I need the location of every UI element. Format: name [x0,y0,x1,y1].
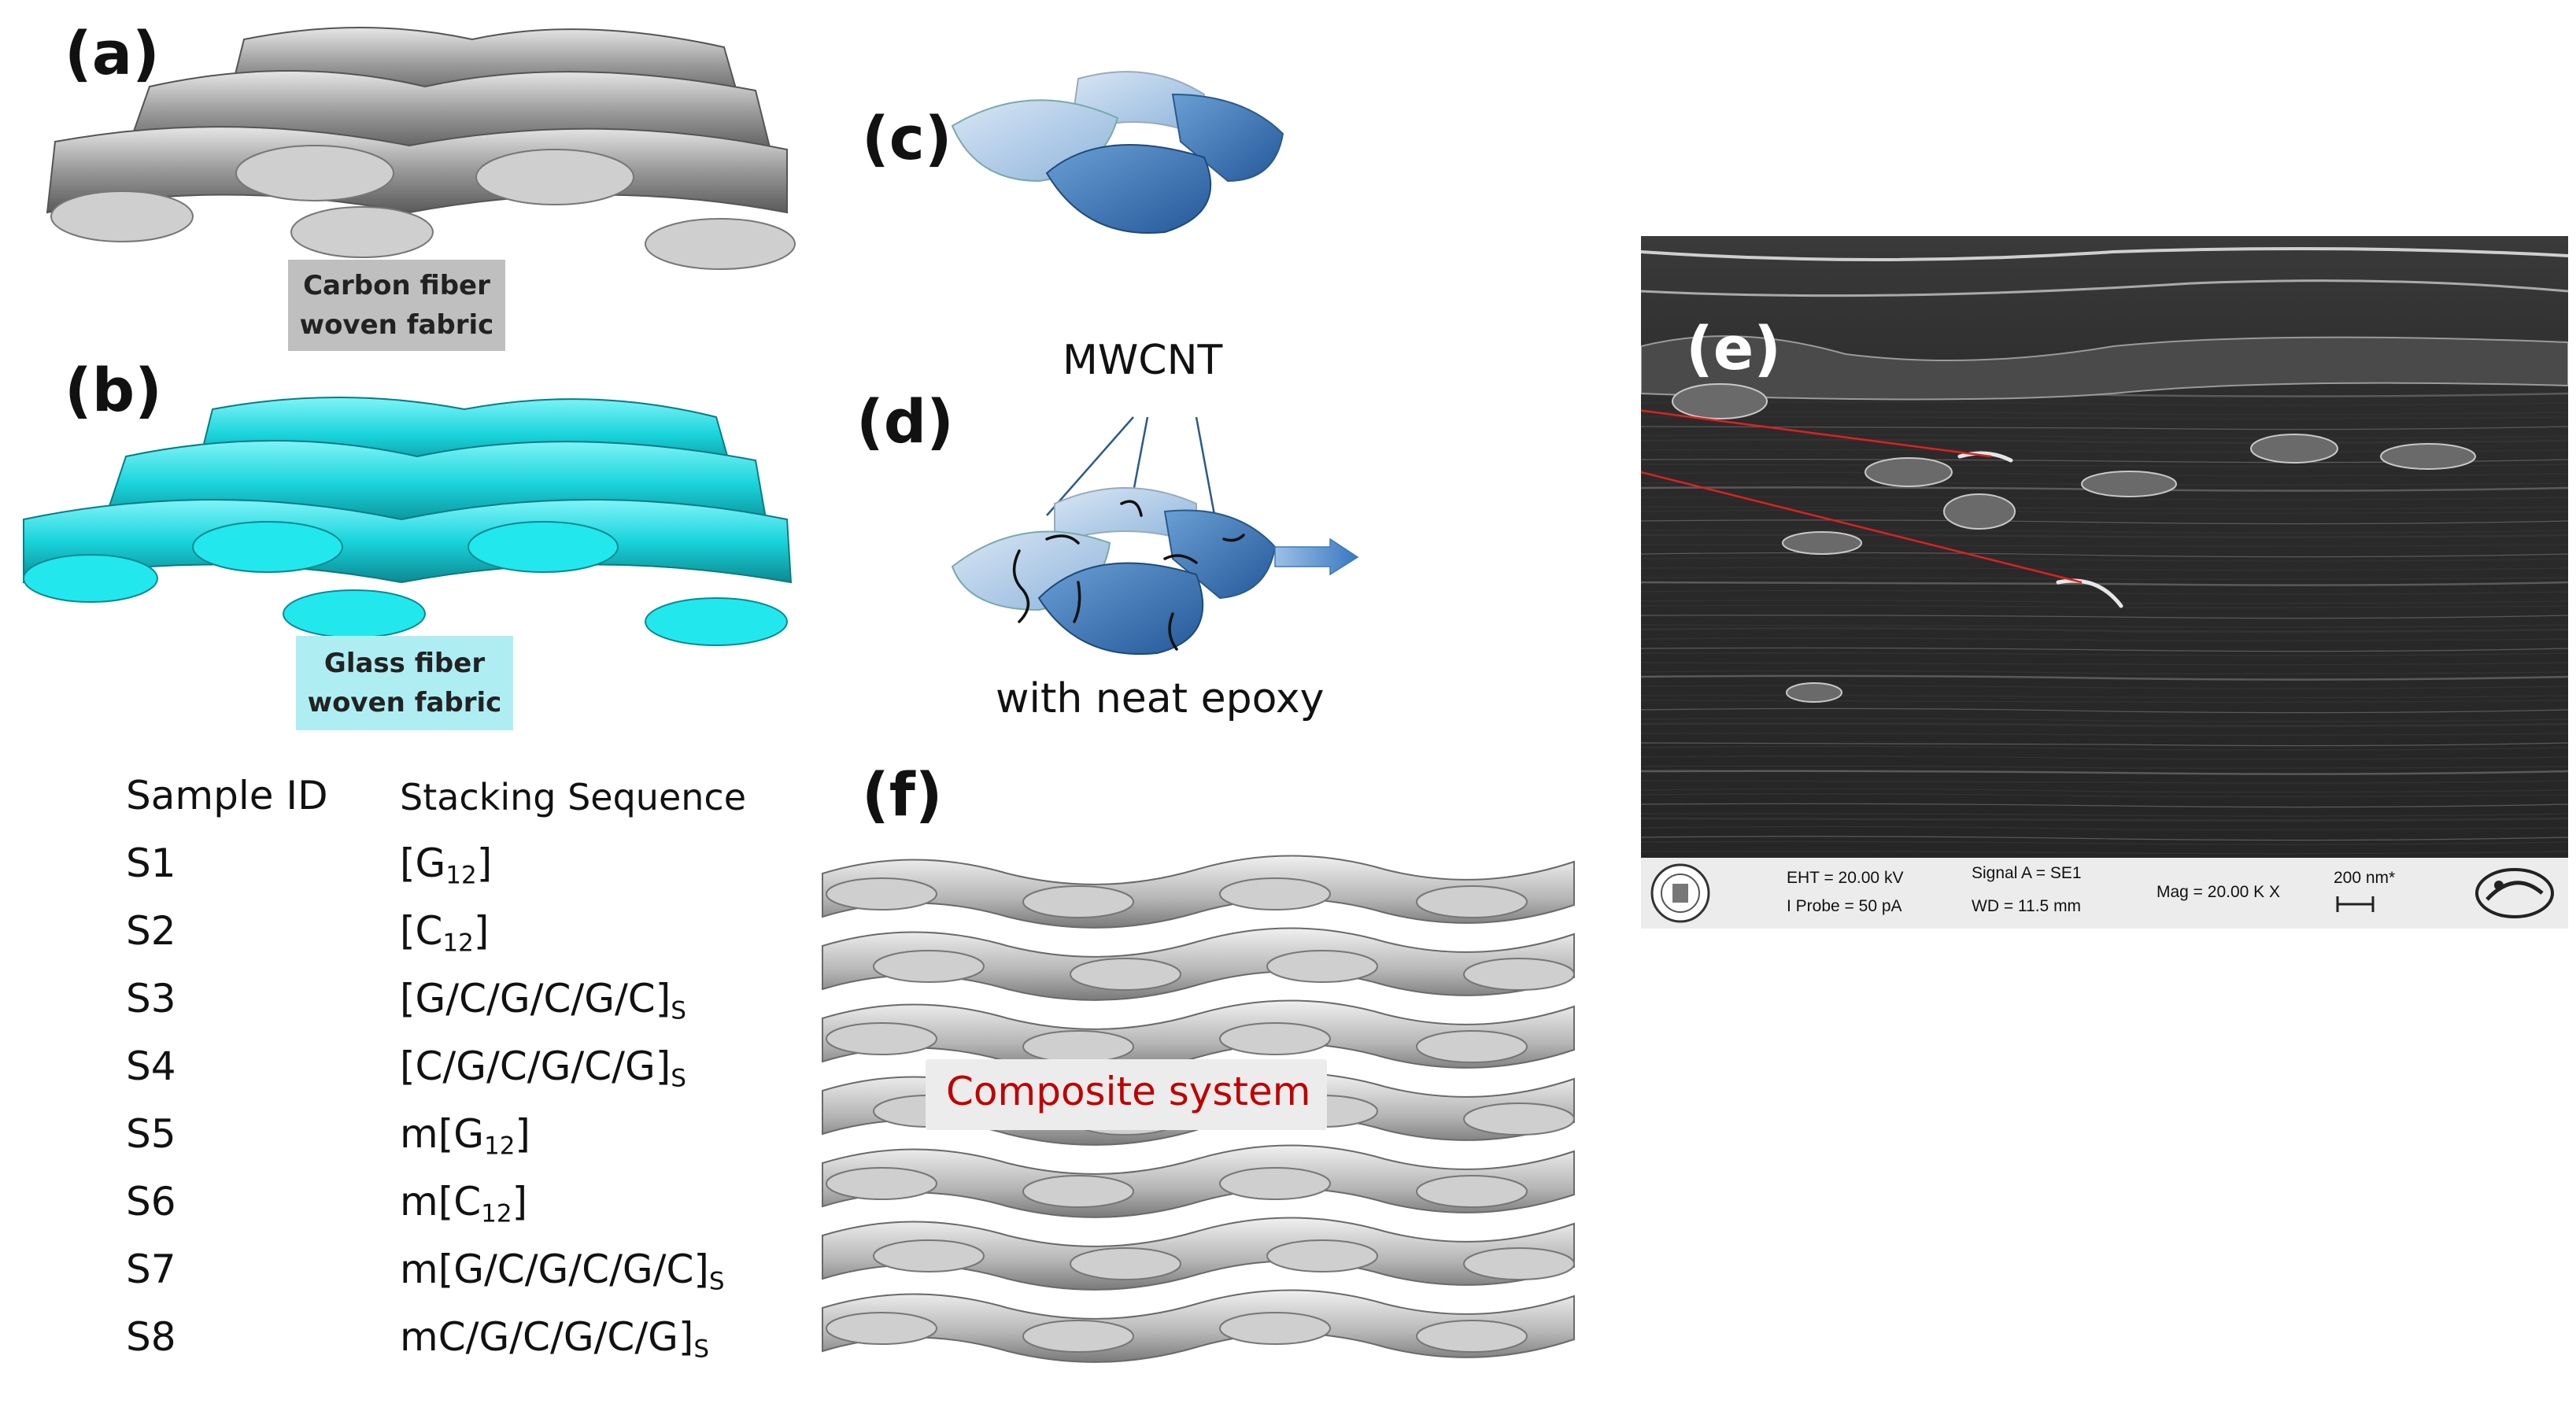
mwcnt-label: MWCNT [1063,337,1223,384]
carbon-fabric-illustration [46,27,796,270]
glass-fabric-illustration [23,397,793,646]
table-cell-sample-id: S1 [126,840,176,886]
table-header-sample-id: Sample ID [126,773,328,818]
composite-caption-box: Composite system [926,1059,1327,1130]
sequence-text: [G/C/G/C/G/C] [400,976,671,1021]
composite-caption: Composite system [946,1069,1311,1114]
table-cell-sample-id: S8 [126,1314,176,1360]
scale-bar-icon [2336,896,2375,912]
table-cell-stacking-sequence: [G/C/G/C/G/C]S [400,976,686,1025]
sequence-text: m[G [400,1111,484,1157]
sem-scale-label: 200 nm* [2334,869,2396,887]
composite-layer [822,999,1575,1073]
sequence-text: [C/G/C/G/C/G] [400,1043,671,1089]
composite-layer [822,855,1575,929]
table-cell-sample-id: S3 [126,976,176,1021]
composite-layer [822,1289,1575,1363]
sequence-text: mC/G/C/G/C/G] [400,1314,694,1360]
composite-layer [822,1217,1575,1291]
sem-iprobe: I Probe = 50 pA [1787,897,1902,915]
table-cell-stacking-sequence: [G12] [400,840,492,890]
composite-layer [822,927,1575,1001]
table-cell-stacking-sequence: mC/G/C/G/C/G]S [400,1314,709,1364]
panel-label-d: (d) [856,386,954,456]
panel-label-e: (e) [1686,313,1782,383]
panel-label-a: (a) [65,18,160,88]
microscope-logo-icon [2475,868,2554,918]
sem-eht: EHT = 20.00 kV [1787,869,1904,887]
carbon-caption-box: Carbon fiber woven fabric [288,260,505,351]
sem-info-bar: EHT = 20.00 kV I Probe = 50 pA Signal A … [1641,858,2568,929]
sem-wd: WD = 11.5 mm [1972,897,2082,915]
sem-micrograph: EHT = 20.00 kV I Probe = 50 pA Signal A … [1641,236,2568,929]
sequence-closing: ] [515,1111,530,1157]
sem-signal: Signal A = SE1 [1972,864,2082,882]
table-cell-sample-id: S2 [126,908,176,954]
sequence-subscript: S [671,996,686,1025]
sequence-subscript: 12 [442,929,474,958]
table-header-stacking-sequence: Stacking Sequence [400,776,747,818]
table-cell-stacking-sequence: [C12] [400,908,489,958]
sequence-text: [C [400,908,443,954]
sem-mag: Mag = 20.00 K X [2157,883,2281,901]
carbon-caption-line2: woven fabric [299,309,494,341]
sequence-subscript: 12 [481,1199,512,1228]
table-cell-sample-id: S7 [126,1247,176,1292]
sequence-subscript: 12 [483,1132,516,1161]
sequence-closing: ] [512,1179,528,1224]
sequence-text: m[G/C/G/C/G/C] [400,1247,709,1292]
sequence-text: m[C [400,1179,482,1224]
panel-label-c: (c) [862,103,952,173]
sequence-subscript: 12 [445,861,477,890]
panel-label-f: (f) [862,759,943,829]
table-cell-sample-id: S4 [126,1043,176,1089]
neat-epoxy-label: with neat epoxy [996,675,1325,722]
sequence-text: [G [400,840,446,886]
sequence-subscript: S [671,1064,686,1093]
table-cell-stacking-sequence: [C/G/C/G/C/G]S [400,1043,686,1093]
mwcnt-epoxy-illustration [951,416,1359,656]
composite-layer [822,1144,1575,1218]
glass-caption-box: Glass fiber woven fabric [296,636,513,730]
glass-caption-line2: woven fabric [307,687,502,718]
sequence-subscript: S [708,1267,725,1296]
sem-image [1641,236,2568,863]
table-cell-sample-id: S5 [126,1111,176,1157]
sequence-closing: ] [476,840,493,886]
institution-seal-icon [1650,863,1710,923]
sequence-subscript: S [693,1335,710,1364]
sequence-closing: ] [473,908,490,954]
glass-caption-line1: Glass fiber [323,648,486,679]
carbon-caption-line1: Carbon fiber [303,270,490,301]
table-cell-stacking-sequence: m[C12] [400,1179,527,1228]
table-cell-sample-id: S6 [126,1179,176,1224]
unit-cell-illustration [951,71,1284,234]
table-cell-stacking-sequence: m[G12] [400,1111,530,1161]
panel-label-b: (b) [65,355,162,425]
table-cell-stacking-sequence: m[G/C/G/C/G/C]S [400,1247,725,1296]
